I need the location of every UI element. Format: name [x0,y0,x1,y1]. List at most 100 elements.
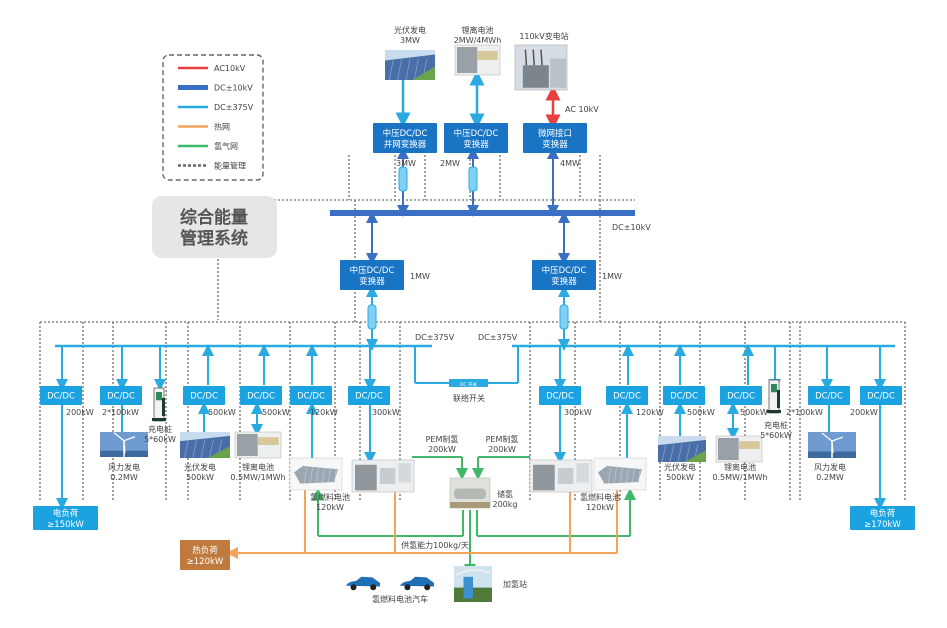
converter-mv-dcdc-right-line2: 变换器 [551,276,577,287]
wind-left-name: 风力发电 [108,462,140,472]
solar-panel-photo-right [658,436,706,463]
wheel [370,584,377,591]
converter-mv-dcdc-right-line1: 中压DC/DC [542,265,587,276]
converter-mv-dcdc-left-line2: 变换器 [359,276,385,287]
wind-left-rating: 0.2MW [110,473,138,482]
isolation-fuse [559,304,569,330]
dcdc-right-3[interactable]: DC/DC [720,386,762,405]
isolation-fuse [367,304,377,330]
cabinet [533,464,555,491]
dcdc-left-0[interactable]: DC/DC [40,386,82,405]
dcdc-left-2[interactable]: DC/DC [183,386,225,405]
fuelcell-right-name: 氢燃料电池 [580,492,620,502]
dcdc-left-4[interactable]: DC/DC [290,386,332,405]
dcdc-right-1-label: DC/DC [613,392,641,402]
panel [658,439,706,462]
dcdc-right-1-body [606,386,648,405]
dcdc-left-4-body [290,386,332,405]
converter-rating-2: 4MW [560,159,580,168]
electrolyzer-right-name: PEM制氢 [486,434,519,444]
fuelcell-left-rating: 120kW [316,503,344,512]
charging-pile-photo-right [767,379,781,414]
dcdc-right-rating-5: 200kW [850,408,878,417]
cable [162,397,165,417]
dcdc-left-3[interactable]: DC/DC [240,386,282,405]
fuelcell-left-name: 氢燃料电池 [310,492,350,502]
heat-load-line2: ≥120kW [187,557,224,567]
dcdc-left-rating-0: 200kW [66,408,94,417]
converter-mv-dcdc-grid-body [373,123,437,153]
pv-left-name: 光伏发电 [184,462,216,472]
converter-mv-dcdc-left-body [340,260,404,290]
dc10kv-bus [330,210,635,216]
building [550,58,566,88]
isolation-fuse [468,166,478,192]
panel-grid [209,439,214,459]
dcdc-left-5[interactable]: DC/DC [348,386,390,405]
dcdc-right-4[interactable]: DC/DC [808,386,850,405]
dcdc-right-0-body [539,386,581,405]
blade [123,440,126,453]
fin [316,467,319,483]
converter-rating-0: 3MW [396,159,416,168]
top-source-rating-0: 3MW [400,36,420,45]
dcdc-left-rating-1: 2*100kW [102,408,139,417]
canopy [455,569,491,576]
top-source-title-2: 110kV变电站 [519,31,568,41]
wind-right-rating: 0.2MW [816,473,844,482]
dcdc-left-rating-5: 300kW [372,408,400,417]
dcdc-left-1[interactable]: DC/DC [100,386,142,405]
top-source-rating-1: 2MW/4MWh [454,36,502,45]
electric-load-right-body [850,506,915,530]
blade [831,436,844,442]
fin [304,467,307,483]
converter-rating-1: 2MW [440,159,460,168]
base [152,418,166,421]
stack [294,466,338,484]
top-source-name-0: 光伏发电 [394,25,426,35]
panel [258,437,279,445]
wind-turbine-photo-right [808,432,856,458]
ems-box [152,196,277,258]
battery-left-name: 锂离电池 [242,462,274,472]
panel [477,51,498,60]
converter-grid-interface-body [523,123,587,153]
legend-label-ems: 能量管理 [214,161,246,171]
dcdc-right-1[interactable]: DC/DC [606,386,648,405]
mid-converter-rating-0: 1MW [410,272,430,281]
grass [207,446,230,458]
panel-grid [389,58,394,81]
dcdc-right-5[interactable]: DC/DC [860,386,902,405]
dcdc-right-5-body [860,386,902,405]
module [379,468,396,484]
fin [614,467,617,483]
heat-load-body [180,540,230,570]
tie-switch[interactable]: DC 开关 [449,379,488,388]
substation-photo-substation [514,44,568,91]
charger-right-rating: 5*60kW [760,431,792,440]
dcdc-right-0[interactable]: DC/DC [539,386,581,405]
tube-bundle [454,488,486,499]
pv-right-rating: 500kW [666,473,694,482]
panel [739,441,760,449]
dcdc-left-2-body [183,386,225,405]
panel-grid [414,58,419,81]
bushing [524,49,528,66]
grass [684,450,706,462]
bushing [540,49,543,66]
hydrogen-station-label: 加氢站 [503,579,527,589]
mid-converter-rating-1: 1MW [602,272,622,281]
stack [598,466,642,484]
battery-right-name: 锂离电池 [724,462,756,472]
electrolyzer-left-name: PEM制氢 [426,434,459,444]
electric-load-left-line1: 电负荷 [53,508,79,519]
tie-switch-body [449,379,488,387]
dcdc-right-2[interactable]: DC/DC [663,386,705,405]
dcdc-left-0-body [40,386,82,405]
electric-load-left-body [33,506,98,530]
